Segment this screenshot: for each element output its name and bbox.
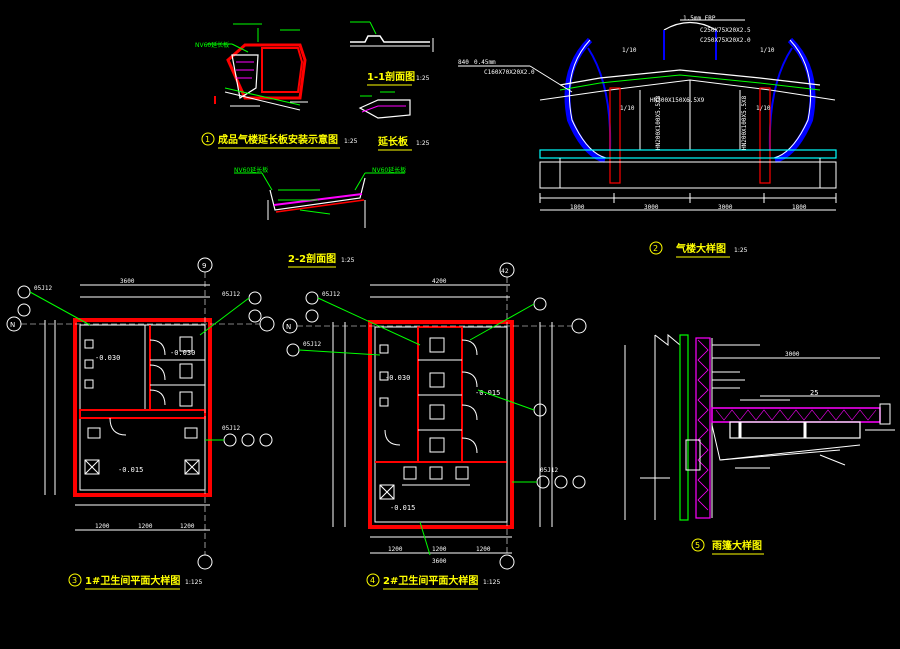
title-skylight: 气楼大样图 [675,242,726,255]
nv60-label-b: NV60延长板 [234,166,268,174]
title-canopy: 雨篷大样图 [712,539,762,552]
detail-5-canopy: 3000 25 5 雨篷大样图 [624,333,895,555]
svg-text:1200: 1200 [476,546,491,553]
section-2-2: NV60延长板 NV60延长板 2-2剖面图 1:25 [234,166,406,268]
svg-text:3000: 3000 [718,204,733,211]
svg-text:1/10: 1/10 [756,105,771,112]
svg-text:1:25: 1:25 [341,257,355,264]
svg-text:3600: 3600 [432,558,447,565]
svg-text:05J12: 05J12 [540,467,558,474]
svg-text:-0.030: -0.030 [95,354,120,362]
svg-text:-0.015: -0.015 [390,504,415,512]
nv60-label-a: NV60延长板 [195,41,229,49]
svg-text:C250X75X20X2.5: C250X75X20X2.5 [700,27,751,34]
title-restroom-1: 1#卫生间平面大样图 [85,574,180,587]
svg-text:840: 840 [458,59,469,66]
svg-text:1200: 1200 [180,523,195,530]
svg-text:1200: 1200 [138,523,153,530]
svg-text:1:125: 1:125 [483,579,500,586]
svg-text:1800: 1800 [570,204,585,211]
svg-text:1/10: 1/10 [620,105,635,112]
svg-text:05J12: 05J12 [322,291,340,298]
title-extension-board: 成品气楼延长板安装示意图 [218,133,338,146]
svg-text:HN200X100X5.5X8: HN200X100X5.5X8 [741,95,748,150]
detail-number-1 [201,132,215,146]
extension-board-detail: 延长板 1:25 [358,91,430,151]
svg-text:42: 42 [501,268,509,275]
svg-text:1:25: 1:25 [416,140,430,147]
detail-number-4 [366,573,380,587]
svg-text:5: 5 [695,541,700,550]
svg-text:3600: 3600 [120,278,135,285]
svg-text:0.45mm: 0.45mm [474,59,496,66]
svg-text:HN200X100X5.5X8: HN200X100X5.5X8 [655,95,662,150]
svg-text:4: 4 [370,576,375,585]
svg-text:1:25: 1:25 [734,247,748,254]
svg-text:C250X75X20X2.0: C250X75X20X2.0 [700,37,751,44]
detail-3-restroom-1: 3600 -0.030 -0.030 -0.015 [6,257,275,590]
svg-text:9: 9 [202,262,206,270]
svg-text:1/10: 1/10 [760,47,775,54]
svg-text:N: N [286,323,291,331]
title-extension-board-small: 延长板 [377,135,409,148]
title-section-1-1: 1-1剖面图 [367,70,415,83]
svg-text:1200: 1200 [432,546,447,553]
title-restroom-2: 2#卫生间平面大样图 [383,574,478,587]
detail-1-extension-board: NV60延长板 1 成品气楼延长板安装示意图 1:25 [195,23,358,149]
svg-text:N: N [10,321,15,329]
detail-4-restroom-2: 4200 -0.030 -0.015 -0.015 [282,262,587,590]
nv60-label-c: NV60延长板 [372,166,406,174]
svg-text:1200: 1200 [95,523,110,530]
svg-text:1:25: 1:25 [416,75,430,82]
svg-text:-0.030: -0.030 [385,374,410,382]
title-section-2-2: 2-2剖面图 [288,252,336,265]
detail-number-5 [691,538,705,552]
svg-text:1: 1 [205,135,210,144]
detail-number-2 [649,241,663,255]
section-1-1: 1-1剖面图 1:25 [350,21,434,86]
svg-text:3: 3 [72,576,77,585]
svg-text:05J12: 05J12 [222,291,240,298]
detail-number-3 [68,573,82,587]
svg-text:C160X70X20X2.0: C160X70X20X2.0 [484,69,535,76]
svg-text:2: 2 [653,244,658,253]
svg-text:25: 25 [810,389,818,397]
svg-text:1.5mm FRP: 1.5mm FRP [683,15,716,22]
svg-text:05J12: 05J12 [34,285,52,292]
svg-text:1:125: 1:125 [185,579,202,586]
svg-text:3000: 3000 [785,351,800,358]
detail-2-skylight: 1800 3000 3000 1800 1.5mm FRP C250X75X20… [458,15,837,258]
svg-text:-0.030: -0.030 [170,349,195,357]
svg-text:1:25: 1:25 [344,138,358,145]
svg-text:3000: 3000 [644,204,659,211]
svg-text:05J12: 05J12 [222,425,240,432]
svg-text:1200: 1200 [388,546,403,553]
svg-text:HN300X150X6.5X9: HN300X150X6.5X9 [650,97,705,104]
svg-text:1/10: 1/10 [622,47,637,54]
svg-text:05J12: 05J12 [303,341,321,348]
svg-text:-0.015: -0.015 [118,466,143,474]
svg-text:1800: 1800 [792,204,807,211]
svg-text:4200: 4200 [432,278,447,285]
